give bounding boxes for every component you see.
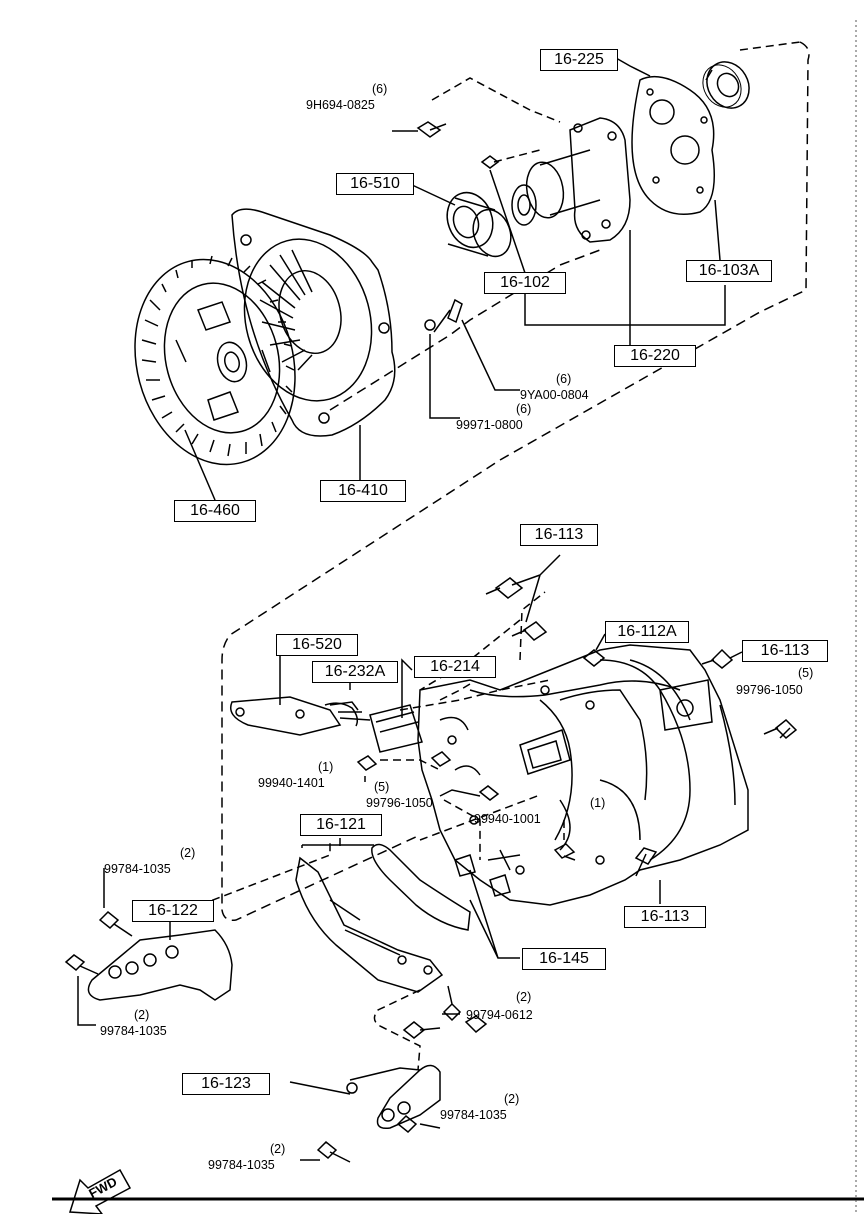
qty-99794: (2) xyxy=(516,990,532,1004)
label-16-113-bottom: 16-113 xyxy=(624,906,706,928)
fastener-99784-1035-b: 99784-1035 xyxy=(100,1024,167,1038)
label-16-232A: 16-232A xyxy=(312,661,398,683)
fastener-9H694-0825: 9H694-0825 xyxy=(306,98,375,112)
label-16-225: 16-225 xyxy=(540,49,618,71)
label-16-102: 16-102 xyxy=(484,272,566,294)
qty-99971: (6) xyxy=(516,402,532,416)
label-16-520: 16-520 xyxy=(276,634,358,656)
label-16-112A: 16-112A xyxy=(605,621,689,643)
label-16-113-top: 16-113 xyxy=(520,524,598,546)
transmission-case xyxy=(417,644,749,906)
fastener-99971-0800: 99971-0800 xyxy=(456,418,523,432)
qty-9H694: (6) xyxy=(372,82,388,96)
qty-99796-right: (5) xyxy=(798,666,814,680)
qty-99784-d: (2) xyxy=(270,1142,286,1156)
label-16-121: 16-121 xyxy=(300,814,382,836)
qty-99940-1001: (1) xyxy=(590,796,606,810)
fastener-99794-0612: 99794-0612 xyxy=(466,1008,533,1022)
qty-99784-c: (2) xyxy=(504,1092,520,1106)
fastener-99796-1050-left: 99796-1050 xyxy=(366,796,433,810)
label-16-410: 16-410 xyxy=(320,480,406,502)
qty-99784-b: (2) xyxy=(134,1008,150,1022)
qty-99784-a: (2) xyxy=(180,846,196,860)
qty-99796-left: (5) xyxy=(374,780,390,794)
fastener-99784-1035-c: 99784-1035 xyxy=(440,1108,507,1122)
fastener-9YA00-0804: 9YA00-0804 xyxy=(520,388,589,402)
label-16-122: 16-122 xyxy=(132,900,214,922)
label-16-220: 16-220 xyxy=(614,345,696,367)
qty-99940-1401: (1) xyxy=(318,760,334,774)
label-16-460: 16-460 xyxy=(174,500,256,522)
fastener-99940-1001: 99940-1001 xyxy=(474,812,541,826)
label-16-123: 16-123 xyxy=(182,1073,270,1095)
fastener-99784-1035-d: 99784-1035 xyxy=(208,1158,275,1172)
label-16-145: 16-145 xyxy=(522,948,606,970)
fastener-99940-1401: 99940-1401 xyxy=(258,776,325,790)
release-bearing-225 xyxy=(702,61,750,109)
qty-9YA00: (6) xyxy=(556,372,572,386)
label-16-113-right: 16-113 xyxy=(742,640,828,662)
label-16-214: 16-214 xyxy=(414,656,496,678)
label-16-510: 16-510 xyxy=(336,173,414,195)
fastener-99784-1035-a: 99784-1035 xyxy=(104,862,171,876)
fastener-99796-1050-right: 99796-1050 xyxy=(736,683,803,697)
label-16-103A: 16-103A xyxy=(686,260,772,282)
